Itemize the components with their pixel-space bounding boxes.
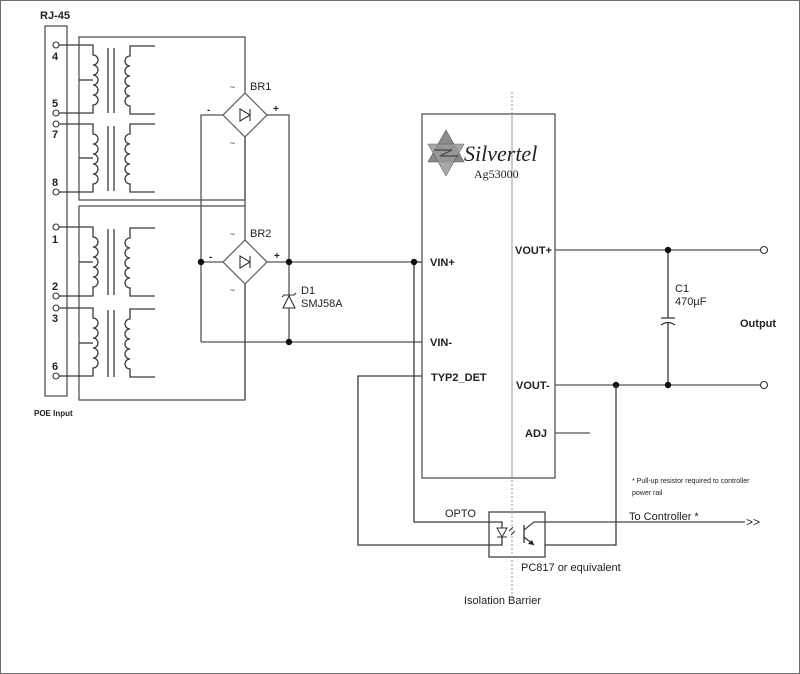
opto-anode-wire [413,262,487,523]
transformer-bottom [59,205,246,401]
br1-minus-label: - [207,105,210,116]
br2-diamond [222,239,268,285]
primary-coil-4 [59,307,99,377]
junction [285,258,293,266]
br1-ac1-label: ~ [230,82,235,92]
pin-label-4: 4 [52,51,59,63]
module-body [421,113,556,479]
diode-d1: D1 SMJ58A [281,262,343,342]
d1-ref-label: D1 [301,285,315,297]
junction [285,338,293,346]
opto-led-icon [496,527,508,539]
pin-vout-minus: VOUT- [516,380,550,392]
pin-adj: ADJ [525,428,547,440]
pin-1 [52,223,60,231]
optocoupler: OPTO PC817 or equivalent [445,508,745,574]
opto-light-icon [508,526,516,536]
output-label: Output [740,318,776,330]
junction [197,258,205,266]
c1-value-label: 470µF [675,296,707,308]
pin-vin-plus: VIN+ [430,257,455,269]
bridge-br2: BR2 - + ~ ~ [201,228,414,400]
br2-label: BR2 [250,228,271,240]
pullup-note-line2: power rail [632,490,663,497]
junction [664,381,672,389]
br1-plus-label: + [273,104,279,115]
pin-3 [52,304,60,312]
ag53000-module: Silvertel Ag53000 VIN+ VIN- TYP2_DET VOU… [421,113,556,479]
junction [664,246,672,254]
secondary-coil-4 [124,308,155,378]
secondary-coil-3 [124,227,155,297]
module-part-number: Ag53000 [474,167,519,181]
opto-body [488,511,546,558]
output-terminal-minus [759,380,769,390]
pin-5 [52,109,60,117]
br2-diode-icon [239,255,252,269]
module-brand: Silvertel [464,141,537,166]
output-terminal-plus [759,245,769,255]
opto-emitter-wire [534,385,617,546]
br1-diode-icon [239,108,252,122]
br1-ac2-label: ~ [230,138,235,148]
rj45-connector: RJ-45 4 5 7 8 1 2 3 6 POE Input [34,10,73,418]
controller-arrow-icon: >> [746,515,760,529]
transformer-top [59,36,246,201]
d1-part-label: SMJ58A [301,298,343,310]
typ2-det-wire [357,375,487,546]
br2-minus-label: - [209,252,212,263]
bridge-br1: BR1 - + ~ ~ [200,81,290,342]
pin-label-1: 1 [52,234,58,246]
d1-bar [281,292,297,298]
c1-ref-label: C1 [675,283,689,295]
br2-ac2-label: ~ [230,285,235,295]
br1-minus-wire [200,114,223,342]
primary-coil-1 [59,44,99,114]
primary-coil-3 [59,226,99,297]
opto-emitter-arrow-icon [528,540,534,545]
br2-plus-label: + [274,251,280,262]
pin-label-5: 5 [52,98,58,110]
capacitor-c1: C1 470µF [660,246,707,389]
pin-label-6: 6 [52,361,58,373]
opto-label: OPTO [445,508,476,520]
primary-coil-2 [59,123,99,193]
junction [410,258,418,266]
br1-label: BR1 [250,81,271,93]
pin-typ2-det: TYP2_DET [431,372,487,384]
opto-part-label: PC817 or equivalent [521,562,621,574]
br2-ac1-label: ~ [230,229,235,239]
pin-8 [52,188,60,196]
d1-symbol [282,294,296,309]
rj45-body [44,25,68,397]
pin-label-7: 7 [52,129,58,141]
pin-6 [52,372,60,380]
br1-diamond [222,92,268,138]
to-controller-label: To Controller * [629,511,699,523]
rj45-title: RJ-45 [40,10,70,22]
pin-label-2: 2 [52,281,58,293]
pin-label-8: 8 [52,177,58,189]
pin-4 [52,41,60,49]
isolation-barrier-label: Isolation Barrier [464,595,541,607]
pin-2 [52,292,60,300]
pin-vin-minus: VIN- [430,337,452,349]
secondary-coil-1 [124,45,155,115]
silvertel-logo-icon [427,129,465,177]
transformer-top-outline [78,36,246,201]
pin-label-3: 3 [52,313,58,325]
pullup-note-line1: * Pull-up resistor required to controlle… [632,478,750,485]
poe-input-caption: POE Input [34,409,73,418]
pin-7 [52,120,60,128]
opto-collector-wire [523,521,745,531]
br1-plus-wire [267,114,290,262]
pin-vout-plus: VOUT+ [515,245,552,257]
transformer-bottom-outline [78,205,246,401]
secondary-coil-2 [124,123,155,193]
